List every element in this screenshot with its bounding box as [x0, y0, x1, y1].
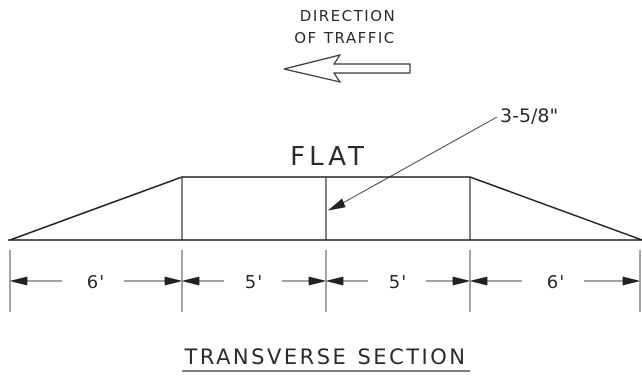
height-dimension-label: 3-5/8": [500, 105, 558, 127]
dimension-label-2: 5': [245, 272, 263, 293]
dimension-segment-1: 6': [10, 272, 182, 293]
dimension-label-4: 6': [547, 272, 565, 293]
dimension-label-3: 5': [389, 272, 407, 293]
dimension-label-1: 6': [87, 272, 105, 293]
dimension-segment-4: 6': [470, 272, 640, 293]
height-leader-arrowhead: [327, 198, 346, 211]
flat-label: FLAT: [290, 142, 368, 172]
dimension-segment-2: 5': [182, 272, 326, 293]
traffic-direction-arrow-icon: [283, 54, 411, 83]
height-leader-line: [340, 116, 498, 205]
direction-label-line1: DIRECTION: [300, 7, 396, 25]
direction-label-line2: OF TRAFFIC: [294, 29, 396, 47]
section-title: TRANSVERSE SECTION: [184, 345, 468, 369]
dimension-segment-3: 5': [326, 272, 470, 293]
